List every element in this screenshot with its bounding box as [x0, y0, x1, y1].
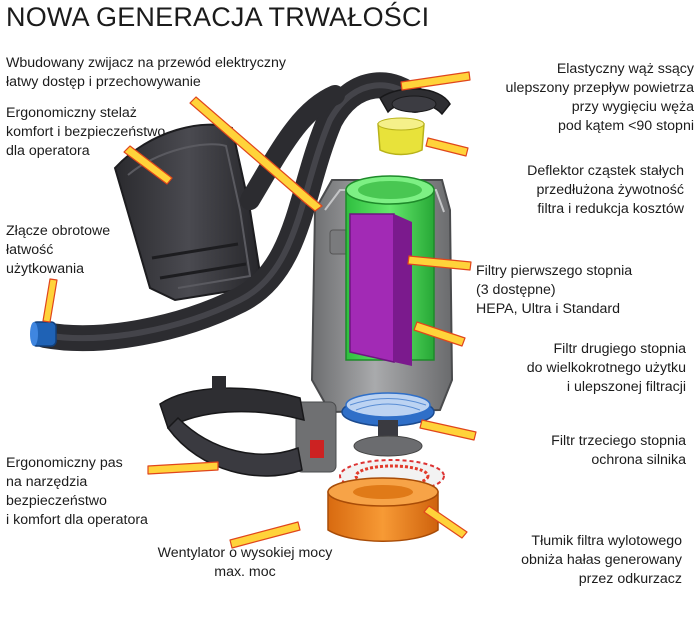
muffler-shape	[327, 477, 439, 542]
arrow-cord-hook	[189, 96, 323, 212]
callout-arrows	[42, 71, 477, 549]
arrow-hose	[400, 71, 471, 91]
arrow-frame	[123, 145, 173, 185]
hose-inlet-cap	[379, 88, 451, 116]
arrow-second-filter	[413, 321, 466, 347]
arrow-deflector	[425, 137, 469, 157]
arrow-swivel	[42, 278, 58, 323]
arrow-belt	[147, 461, 219, 475]
callout-second-filter: Filtr drugiego stopnia do wielkokrotnego…	[526, 341, 686, 395]
swivel-connector-shape	[30, 321, 57, 347]
third-stage-filter-shape	[341, 392, 435, 457]
callout-hose: Elastyczny wąż ssący ulepszony przepływ …	[505, 61, 694, 134]
tool-belt	[159, 376, 305, 477]
callout-deflector: Deflektor cząstek stałych przedłużona ży…	[527, 163, 684, 217]
arrow-third-filter	[419, 419, 477, 441]
callout-fan: Wentylator o wysokiej mocy max. moc	[157, 545, 333, 580]
callout-first-filter: Filtry pierwszego stopnia (3 dostępne) H…	[476, 263, 633, 317]
callout-frame: Ergonomiczny stelaż komfort i bezpieczeń…	[6, 105, 166, 159]
deflector-shape	[377, 117, 425, 156]
callout-belt: Ergonomiczny pas na narzędzia bezpieczeń…	[6, 455, 148, 528]
arrow-first-filter	[407, 255, 472, 271]
callout-muffler: Tłumik filtra wylotowego obniża hałas ge…	[521, 533, 682, 587]
arrow-muffler	[423, 505, 468, 539]
arrow-fan	[229, 521, 301, 549]
page-title: NOWA GENERACJA TRWAŁOŚCI	[6, 2, 430, 32]
callout-third-filter: Filtr trzeciego stopnia ochrona silnika	[551, 433, 686, 468]
suction-hose	[32, 72, 428, 352]
callout-cord-hook: Wbudowany zwijacz na przewód elektryczny…	[6, 55, 286, 90]
callout-swivel: Złącze obrotowe łatwość użytkowania	[6, 223, 111, 277]
second-stage-filter-shape	[349, 213, 412, 366]
